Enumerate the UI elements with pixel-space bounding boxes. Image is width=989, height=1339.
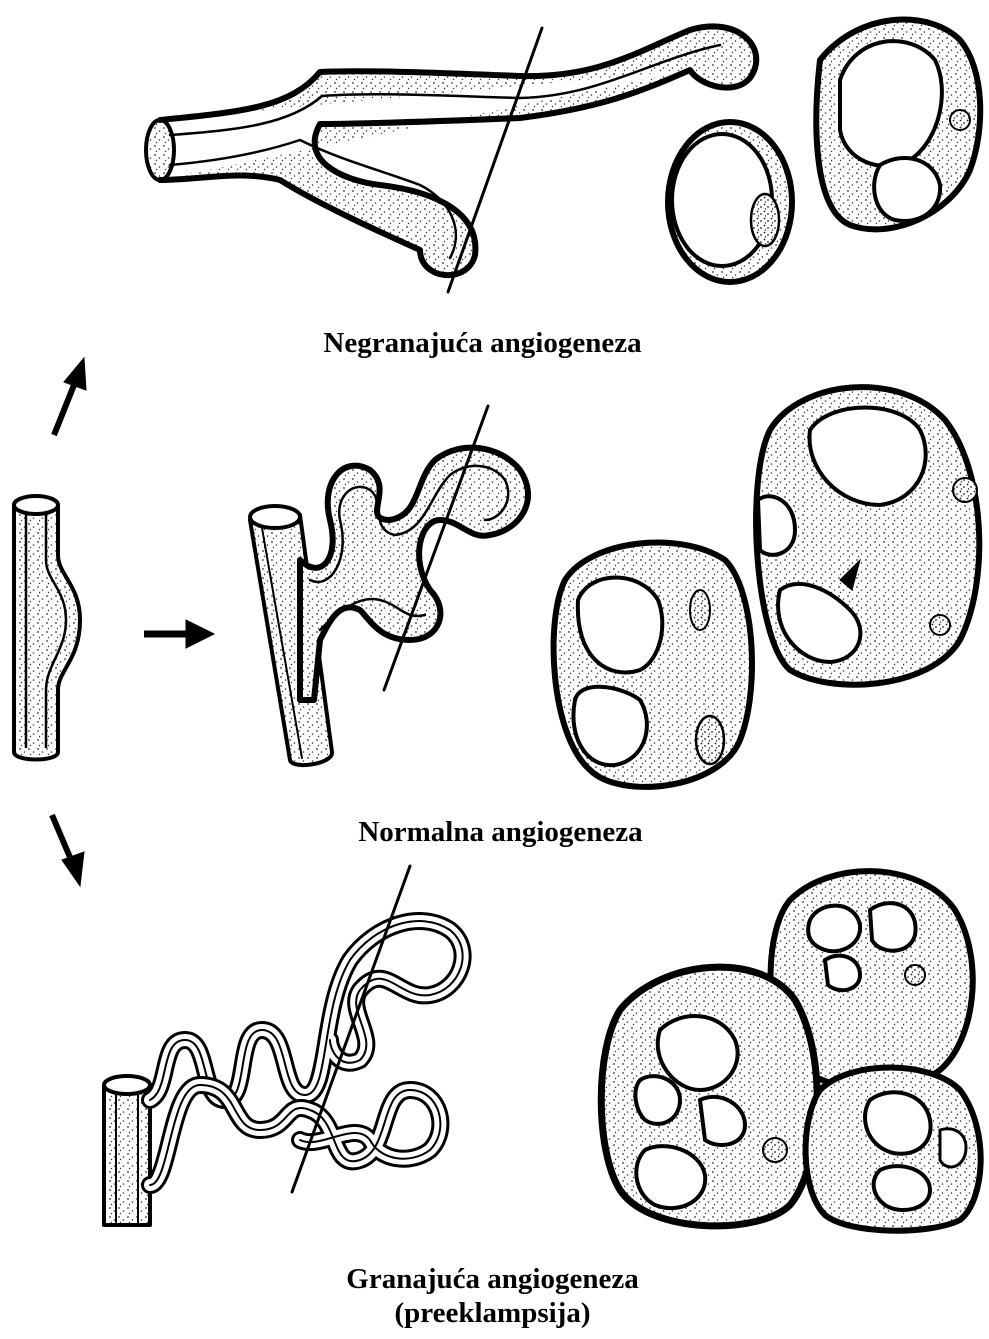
branching-cross-section-left: [601, 967, 817, 1226]
branching-cross-section-right: [806, 1068, 981, 1231]
arrow-right-icon: [144, 620, 214, 648]
normal-cross-section-right: [756, 387, 979, 685]
non-branching-vessel: [146, 26, 756, 292]
caption-branching-subtitle: (preeklampsija): [0, 1296, 987, 1330]
branching-vessel: [104, 866, 463, 1225]
non-branching-cross-section-large: [816, 20, 980, 230]
initial-vessel: [14, 496, 80, 760]
normal-vessel: [250, 406, 528, 765]
normal-cross-section-left: [554, 543, 752, 787]
caption-branching: Granajuća angiogeneza: [0, 1262, 987, 1296]
non-branching-cross-section-small: [668, 122, 792, 282]
caption-normal: Normalna angiogeneza: [6, 815, 989, 849]
caption-non-branching: Negranajuća angiogeneza: [0, 326, 977, 360]
arrow-up-right-icon: [54, 358, 86, 435]
